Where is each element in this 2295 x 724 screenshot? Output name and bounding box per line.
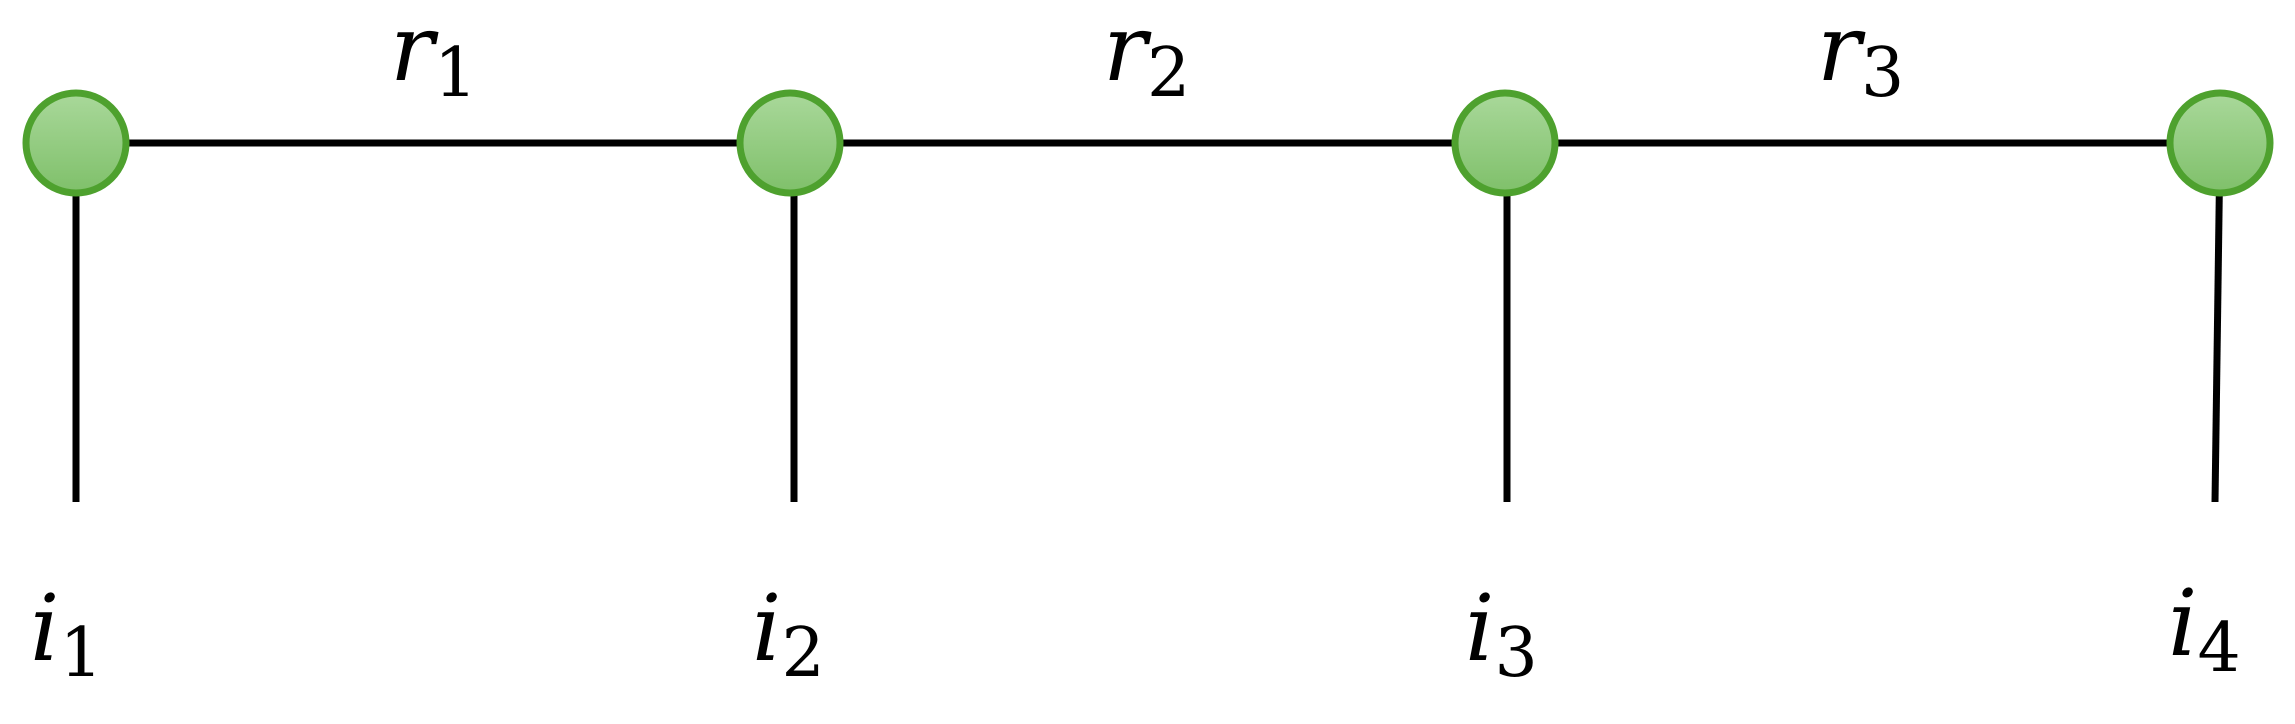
node-3 — [1451, 89, 1559, 197]
bond-label-3: r3 — [1817, 0, 1904, 113]
bond-label-1: r1 — [390, 0, 477, 113]
leg-label-4: i4 — [2168, 570, 2241, 688]
bond-label-2: r2 — [1103, 0, 1190, 113]
leg-label-1: i1 — [30, 575, 103, 693]
node-1 — [22, 89, 130, 197]
node-4 — [2166, 89, 2274, 197]
node-2 — [736, 89, 844, 197]
leg-label-2: i2 — [752, 575, 825, 693]
leg-line-4 — [2211, 142, 2224, 503]
leg-label-3: i3 — [1465, 575, 1538, 693]
